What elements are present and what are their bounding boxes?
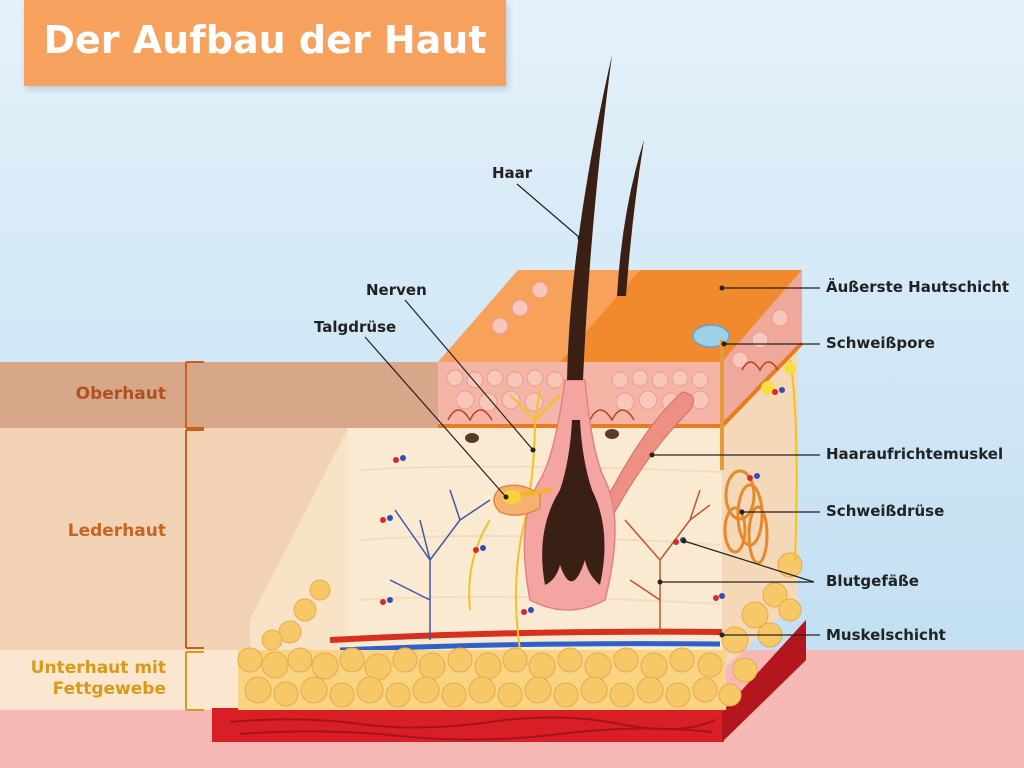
hair-strand-small bbox=[617, 140, 644, 296]
layer-label-unterhaut: Unterhaut mit Fettgewebe bbox=[30, 658, 166, 700]
title-banner: Der Aufbau der Haut bbox=[24, 0, 506, 86]
label-blutgefaesse: Blutgefäße bbox=[826, 572, 919, 590]
artery bbox=[329, 628, 723, 643]
vein bbox=[339, 641, 721, 653]
label-aeusserste-hautschicht: Äußerste Hautschicht bbox=[826, 278, 1010, 296]
sweat-gland bbox=[723, 469, 769, 565]
unterhaut-band bbox=[0, 650, 250, 710]
oberhaut-band bbox=[0, 362, 450, 428]
page-title: Der Aufbau der Haut bbox=[43, 18, 487, 62]
label-nerven: Nerven bbox=[366, 281, 427, 299]
arrector-pili-muscle bbox=[595, 391, 695, 542]
layer-label-lederhaut: Lederhaut bbox=[67, 521, 166, 541]
fat-tissue bbox=[237, 552, 803, 710]
label-schweisspore: Schweißpore bbox=[826, 334, 935, 352]
layer-label-oberhaut: Oberhaut bbox=[75, 384, 166, 404]
leader-lines bbox=[364, 183, 820, 636]
label-schweissdruese: Schweißdrüse bbox=[826, 502, 945, 520]
label-haar: Haar bbox=[492, 164, 533, 182]
hair-strand bbox=[567, 55, 612, 380]
label-haaraufrichtemuskel: Haaraufrichtemuskel bbox=[826, 445, 1004, 463]
label-muskelschicht: Muskelschicht bbox=[826, 626, 946, 644]
layer-brackets bbox=[185, 361, 204, 711]
label-talgdruese: Talgdrüse bbox=[314, 318, 397, 336]
